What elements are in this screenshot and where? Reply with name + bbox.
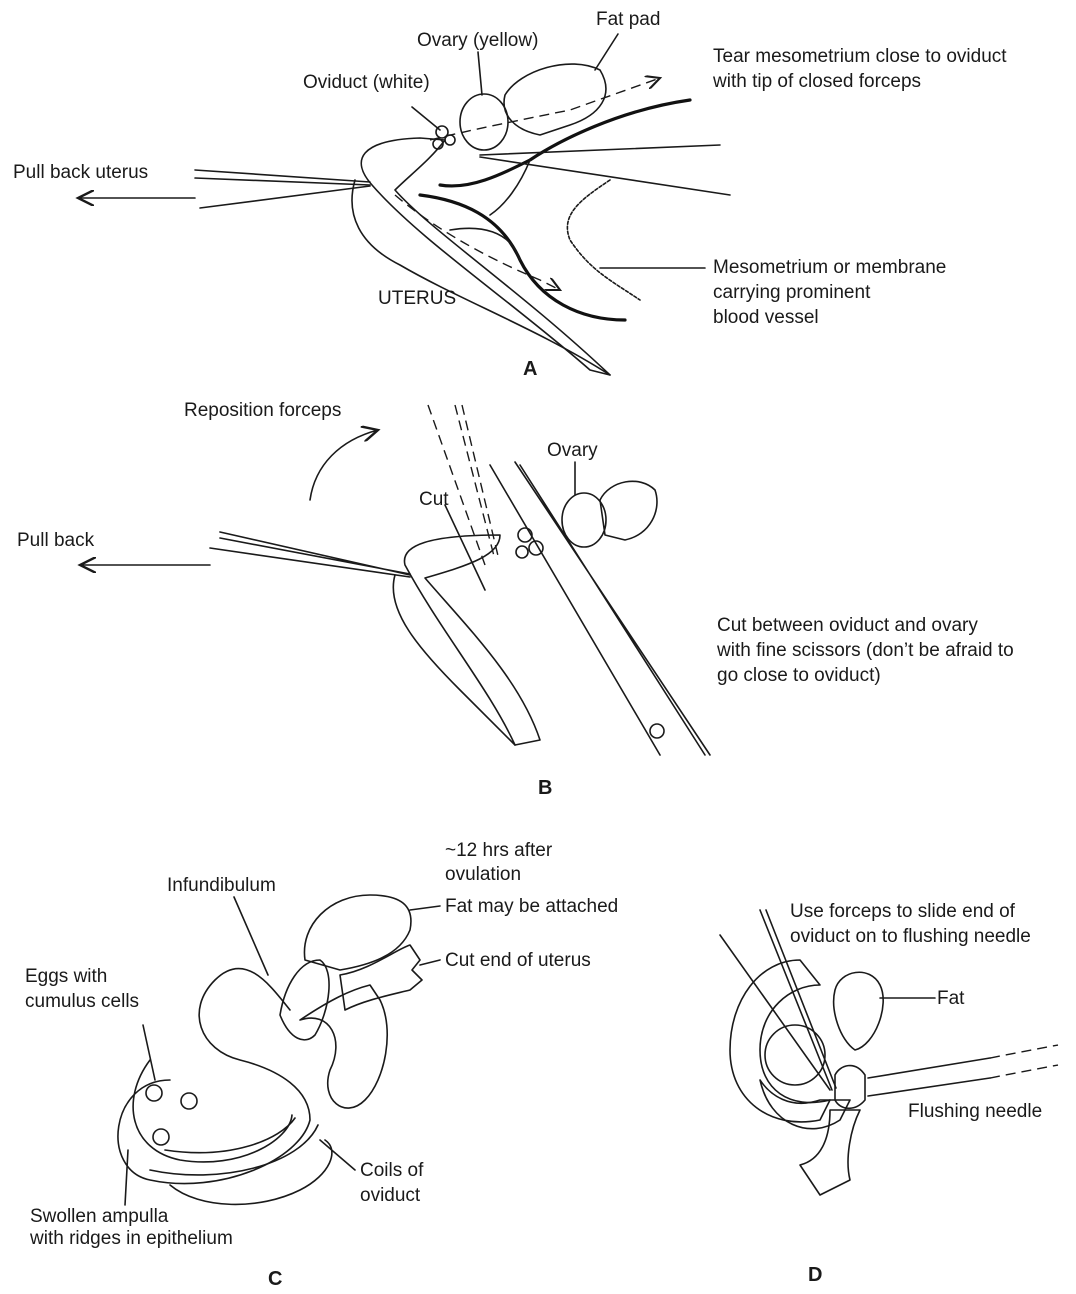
panel-letter-d: D	[808, 1264, 822, 1286]
fat-d	[834, 972, 883, 1050]
panel-letter-c: C	[268, 1268, 282, 1290]
label-ovary-b: Ovary	[547, 440, 598, 462]
label-timing-line-1: ~12 hrs after	[445, 840, 552, 862]
label-mesometrium-line-2: carrying prominent	[713, 282, 870, 304]
uterus-shape-a	[361, 138, 610, 375]
label-forceps-line-1: Use forceps to slide end of	[790, 901, 1015, 923]
egg-2	[181, 1093, 197, 1109]
label-fat-may-be-attached: Fat may be attached	[445, 896, 618, 918]
label-coils-line-2: oviduct	[360, 1185, 420, 1207]
scissors-b	[490, 462, 710, 755]
label-cut-instruction-line-2: with fine scissors (don’t be afraid to	[717, 640, 1014, 662]
label-ovary-yellow: Ovary (yellow)	[417, 30, 538, 52]
ampulla-c	[118, 968, 310, 1183]
label-ampulla-line-2: with ridges in epithelium	[30, 1228, 233, 1250]
label-flushing-needle: Flushing needle	[908, 1101, 1042, 1123]
label-uterus: UTERUS	[378, 288, 456, 310]
label-pull-back: Pull back	[17, 530, 94, 552]
label-cut-instruction-line-3: go close to oviduct)	[717, 665, 881, 687]
panel-c-drawing	[118, 895, 440, 1205]
label-oviduct-white: Oviduct (white)	[303, 72, 430, 94]
panel-b-drawing	[80, 405, 710, 755]
ovary-a	[460, 94, 508, 150]
label-timing-line-2: ovulation	[445, 864, 521, 886]
fat-c	[304, 895, 410, 970]
fat-pad-b	[600, 481, 657, 540]
egg-1	[146, 1085, 162, 1101]
label-tear-line-2: with tip of closed forceps	[713, 71, 921, 93]
flushing-needle	[835, 1066, 865, 1109]
label-tear-line-1: Tear mesometrium close to oviduct	[713, 46, 1007, 68]
label-fat-d: Fat	[937, 988, 964, 1010]
mesometrium-membrane	[567, 180, 640, 300]
label-coils-line-1: Coils of	[360, 1160, 423, 1182]
label-fat-pad: Fat pad	[596, 9, 660, 31]
fat-pad-a	[504, 64, 606, 135]
label-infundibulum: Infundibulum	[167, 875, 276, 897]
label-cut-instruction-line-1: Cut between oviduct and ovary	[717, 615, 978, 637]
infundibulum-c	[280, 960, 329, 1040]
panel-letter-a: A	[523, 358, 537, 380]
uterus-shape-b	[404, 535, 540, 745]
oviduct-coil-a	[433, 126, 455, 149]
label-ampulla-line-1: Swollen ampulla	[30, 1206, 168, 1228]
label-eggs-line-1: Eggs with	[25, 966, 107, 988]
label-mesometrium-line-3: blood vessel	[713, 307, 819, 329]
forceps-left-a	[195, 170, 370, 208]
egg-3	[153, 1129, 169, 1145]
label-cut-end-of-uterus: Cut end of uterus	[445, 950, 591, 972]
panel-d-drawing	[720, 910, 1058, 1195]
label-cut: Cut	[419, 489, 449, 511]
reposition-arrow-b	[310, 430, 378, 500]
panel-letter-b: B	[538, 777, 552, 799]
forceps-right-a	[480, 145, 730, 195]
label-reposition-forceps: Reposition forceps	[184, 400, 341, 422]
label-forceps-line-2: oviduct on to flushing needle	[790, 926, 1031, 948]
label-mesometrium-line-1: Mesometrium or membrane	[713, 257, 946, 279]
label-eggs-line-2: cumulus cells	[25, 991, 139, 1013]
label-pull-back-uterus: Pull back uterus	[13, 162, 148, 184]
